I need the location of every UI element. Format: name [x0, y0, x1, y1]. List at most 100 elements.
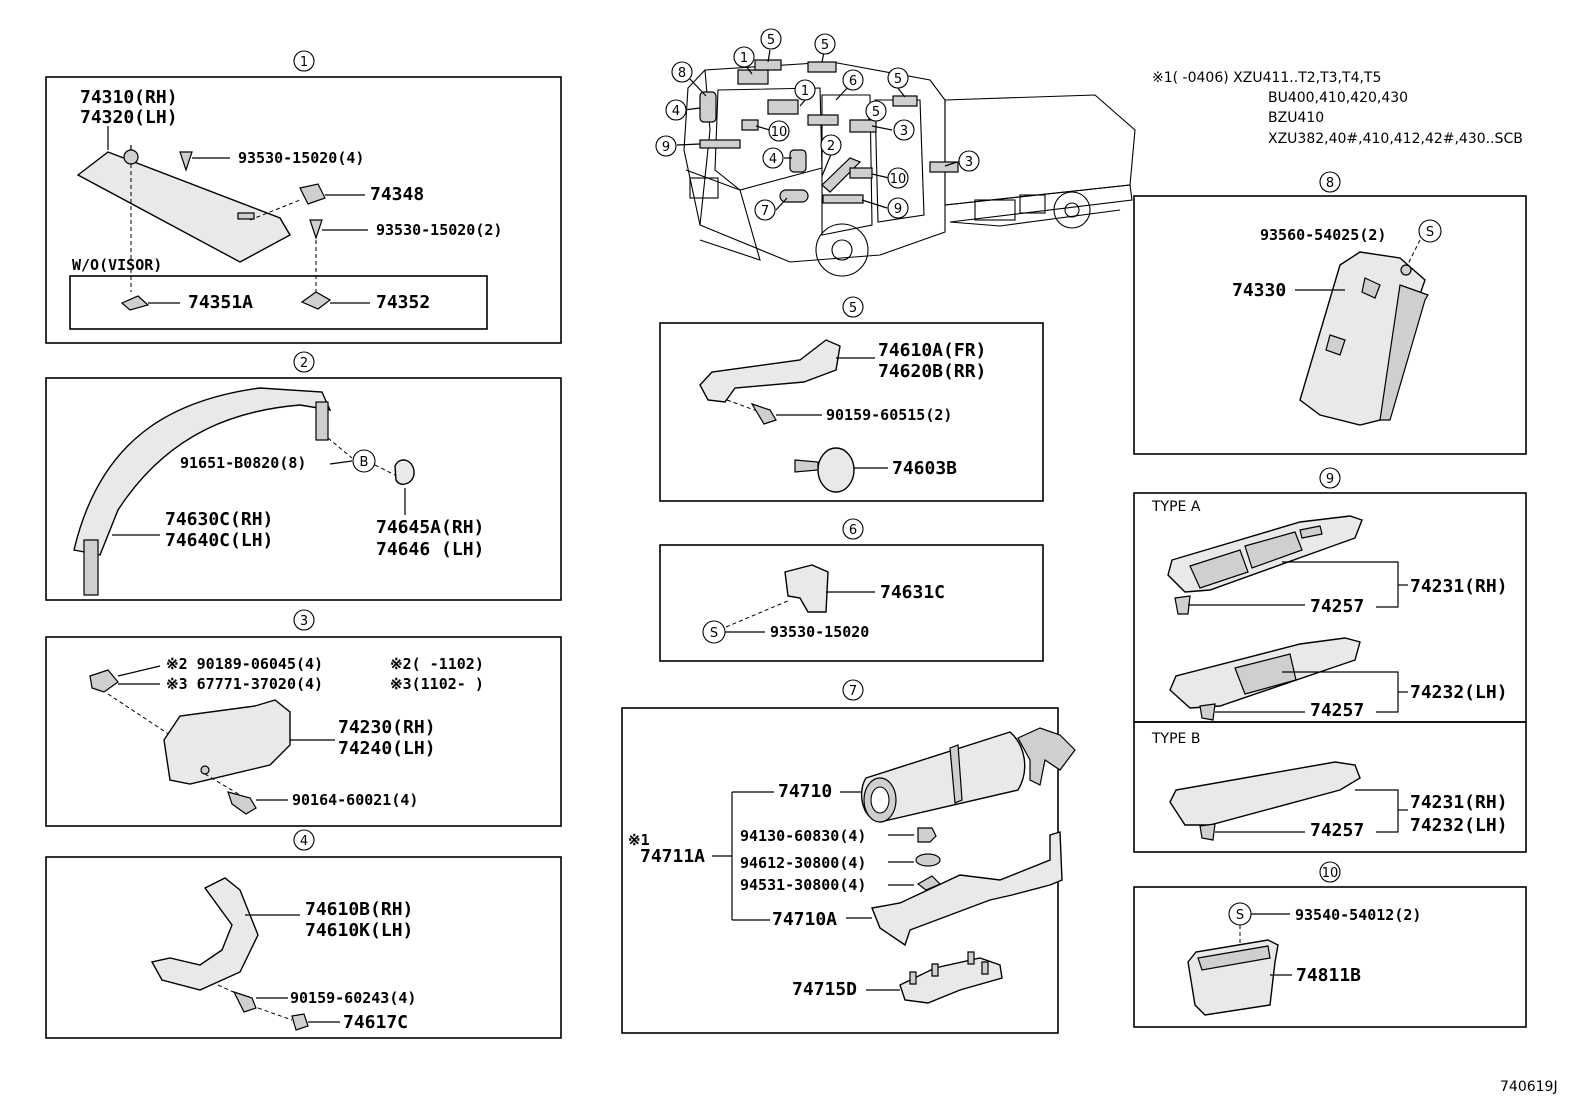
type-b-label: TYPE B — [1151, 731, 1200, 747]
note-line-4: XZU382,40#,410,412,42#,430..SCB — [1268, 131, 1523, 147]
svg-text:6: 6 — [849, 74, 857, 89]
part-93530-15020-4: 93530-15020(4) — [238, 149, 364, 167]
svg-text:6: 6 — [849, 523, 857, 538]
svg-text:2: 2 — [300, 356, 308, 371]
svg-text:4: 4 — [769, 152, 777, 167]
screw-mark-s: S — [1426, 225, 1434, 240]
svg-text:5: 5 — [767, 33, 775, 48]
svg-text:10: 10 — [890, 172, 907, 187]
clip-90189-shape — [89, 669, 119, 693]
screw-mark-s: S — [710, 626, 718, 641]
part-74231-type-b: 74231(RH) — [1410, 792, 1508, 813]
part-74630C: 74630C(RH) — [165, 509, 273, 530]
svg-text:7: 7 — [761, 204, 769, 219]
svg-text:4: 4 — [300, 834, 308, 849]
part-90164-60021: 90164-60021(4) — [292, 791, 418, 809]
cap-74617C-shape — [291, 1013, 309, 1031]
part-74811B: 74811B — [1296, 965, 1361, 986]
part-74257-a1: 74257 — [1310, 596, 1364, 617]
part-74620B: 74620B(RR) — [878, 361, 986, 382]
part-93540-54012: 93540-54012(2) — [1295, 906, 1421, 924]
section-1-number: 1 — [300, 55, 308, 70]
part-74257-a2: 74257 — [1310, 700, 1364, 721]
section-8: 8 93560-54025(2) S 74330 — [1133, 171, 1527, 455]
part-74645A: 74645A(RH) — [376, 517, 484, 538]
section-2: 2 B 91651-B0820(8) 74645A(RH) 74646 (LH)… — [45, 351, 562, 601]
notes-block: ※1( -0406) XZU411..T2,T3,T4,T5 BU400,410… — [1152, 70, 1523, 147]
part-74710: 74710 — [778, 781, 832, 802]
part-74610B: 74610B(RH) — [305, 899, 413, 920]
part-74240: 74240(LH) — [338, 738, 436, 759]
note-mark-1: ※1 — [628, 831, 650, 849]
svg-text:1: 1 — [801, 84, 809, 99]
note-3-part: ※3 67771-37020(4) — [166, 675, 323, 693]
part-74352: 74352 — [376, 292, 430, 313]
svg-text:4: 4 — [672, 104, 680, 119]
part-74631C: 74631C — [880, 582, 945, 603]
part-74603B: 74603B — [892, 458, 957, 479]
svg-text:3: 3 — [965, 155, 973, 170]
type-a-label: TYPE A — [1151, 499, 1201, 515]
part-74232-type-a: 74232(LH) — [1410, 682, 1508, 703]
screw-90164-shape — [227, 791, 257, 815]
part-74310: 74310(RH) — [80, 87, 178, 108]
part-94130-60830: 94130-60830(4) — [740, 827, 866, 845]
part-94612-30800: 94612-30800(4) — [740, 854, 866, 872]
svg-text:3: 3 — [300, 614, 308, 629]
section-3: 3 ※2 90189-06045(4) ※3 67771-37020(4) ※2… — [45, 609, 562, 827]
part-91651-B0820: 91651-B0820(8) — [180, 454, 306, 472]
part-74640C: 74640C(LH) — [165, 530, 273, 551]
part-74351A: 74351A — [188, 292, 253, 313]
vehicle-overview — [676, 49, 1136, 277]
part-74257-b: 74257 — [1310, 820, 1364, 841]
screw-90159-60515-shape — [750, 402, 777, 425]
clip-74348-shape — [299, 183, 326, 205]
part-74610A: 74610A(FR) — [878, 340, 986, 361]
part-74232-type-b: 74232(LH) — [1410, 815, 1508, 836]
svg-text:9: 9 — [1326, 472, 1334, 487]
visor-mount-shape — [123, 149, 139, 165]
part-74715D: 74715D — [792, 979, 857, 1000]
svg-text:5: 5 — [894, 72, 902, 87]
wo-visor-label: W/O(VISOR) — [72, 256, 162, 274]
part-74231-type-a: 74231(RH) — [1410, 576, 1508, 597]
part-74320: 74320(LH) — [80, 107, 178, 128]
svg-text:5: 5 — [821, 38, 829, 53]
overview-callouts: 8 4 9 1 5 5 6 5 1 5 3 10 2 4 3 10 7 9 — [655, 28, 980, 221]
part-74617C: 74617C — [343, 1012, 408, 1033]
figure-id: 740619J — [1500, 1079, 1558, 1095]
note-2-range: ※2( -1102) — [390, 655, 484, 673]
part-93560-54025: 93560-54025(2) — [1260, 226, 1386, 244]
clip-mark-b: B — [360, 455, 369, 470]
note-line-1: ※1( -0406) XZU411..T2,T3,T4,T5 — [1152, 70, 1381, 86]
panel-type-b-shape — [1169, 761, 1361, 826]
part-74646: 74646 (LH) — [376, 539, 484, 560]
svg-text:5: 5 — [849, 301, 857, 316]
part-74711A: 74711A — [640, 846, 705, 867]
section-9: 9 TYPE A TYPE B 74257 74231(RH) 74257 74… — [1133, 467, 1527, 853]
section-4: 4 74610B(RH) 74610K(LH) 90159-60243(4) 7… — [45, 829, 562, 1039]
cover-74645A-shape — [394, 459, 415, 485]
part-74710A: 74710A — [772, 909, 837, 930]
svg-text:10: 10 — [1322, 866, 1339, 881]
svg-text:10: 10 — [771, 125, 788, 140]
svg-text:5: 5 — [872, 105, 880, 120]
pocket-74330-shape — [1299, 251, 1426, 426]
armrest-74230-shape — [163, 699, 291, 785]
section-5: 5 74610A(FR) 74620B(RR) 90159-60515(2) 7… — [659, 296, 1044, 502]
section-10: 10 S 93540-54012(2) 74811B — [1133, 861, 1527, 1028]
part-93530-15020-2: 93530-15020(2) — [376, 221, 502, 239]
note-2-part: ※2 90189-06045(4) — [166, 655, 323, 673]
svg-text:9: 9 — [894, 202, 902, 217]
svg-text:※3(1102- ): ※3(1102- ) — [390, 675, 484, 693]
section-7: 7 ※1 74711A 74710 94130-60830(4) 94612-3… — [621, 679, 1076, 1034]
screw-mark-s: S — [1236, 908, 1244, 923]
part-74610K: 74610K(LH) — [305, 920, 413, 941]
svg-text:3: 3 — [900, 124, 908, 139]
note-line-3: BZU410 — [1268, 110, 1324, 126]
part-90159-60243: 90159-60243(4) — [290, 989, 416, 1007]
garnish-74630C-shape — [73, 387, 332, 556]
part-74348: 74348 — [370, 184, 424, 205]
hook-74631C-shape — [784, 564, 829, 613]
